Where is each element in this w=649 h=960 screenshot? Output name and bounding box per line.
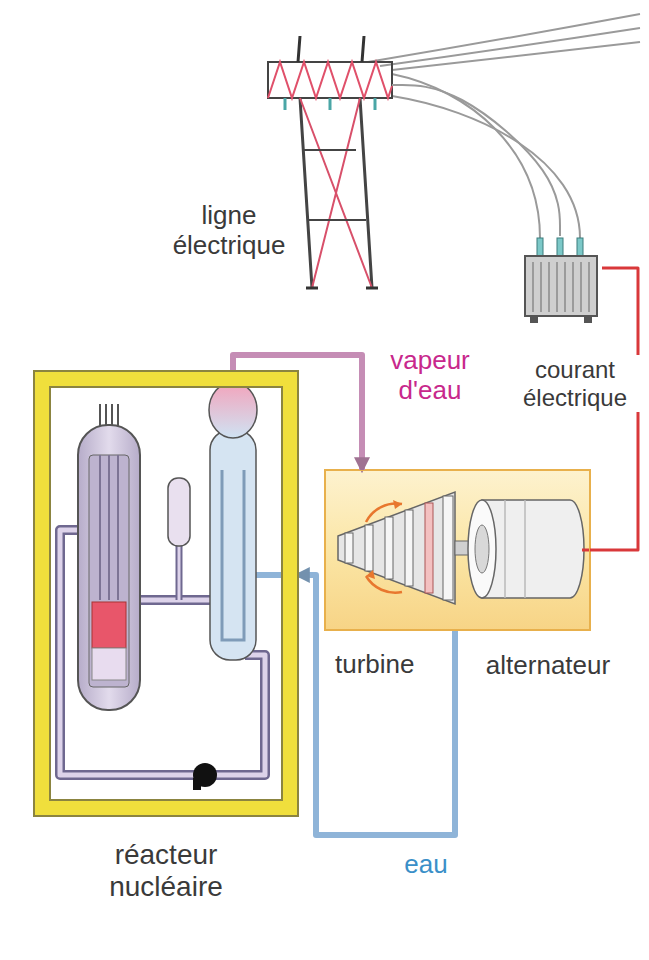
pressurizer-part [168,478,190,546]
steam-label: vapeur d'eau [374,346,486,406]
transformer-symbol-part [533,262,589,312]
transformer-symbol [525,238,597,323]
pylon-symbol-part [300,98,372,288]
water-pipe [297,575,455,835]
pylon-symbol [268,36,392,288]
alternator-symbol-part [482,500,584,598]
steam-generator [209,382,257,660]
turbine-rotor-part [385,517,393,579]
primary-pump [193,763,217,790]
primary-loop-part [176,545,183,600]
reactor-label: réacteur nucléaire [60,839,272,903]
turbine-box: turbinealternateur [325,470,590,631]
steam-generator-part [210,430,256,660]
current-wire [582,268,638,550]
primary-loop-part [178,545,181,600]
reactor-vessel-part [100,455,118,600]
turbine-rotor-part [366,570,375,579]
reactor-vessel-part [92,602,126,648]
turbine-hall-part [325,470,590,630]
transformer-node: courant électrique [520,236,602,326]
reactor-vessel [78,404,140,710]
alternator-symbol-part [505,500,525,598]
reactor-vessel-part [89,455,129,687]
pylon-symbol-part [268,62,392,98]
power-wires-part [392,42,640,70]
power-line [392,85,560,236]
steam-generator-part [209,382,257,438]
pylon-symbol-part [304,150,366,220]
pylon-symbol-part [298,36,364,62]
alternator-symbol-part [475,525,489,573]
turbine-hall [325,470,590,630]
turbine-rotor-part [405,510,413,586]
pylon-symbol-part [285,98,375,110]
turbine-rotor [338,492,482,604]
turbine-rotor-part [338,492,455,604]
transformer-symbol-part [525,256,597,316]
power-wires-part [368,14,640,62]
primary-pump-part [193,778,201,790]
alternator-node: alternateur [462,495,582,605]
transformer-label: courant électrique [508,355,642,412]
water-label: eau [396,850,456,880]
pylon-symbol-part [306,287,378,290]
turbine-rotor-part [393,500,402,509]
pylon-label: ligne électrique [156,200,302,262]
alternator-symbol [468,500,584,598]
reactor-vessel-part [78,425,140,710]
turbine-rotor-part [345,533,353,563]
power-wires-part [392,96,580,238]
steam-generator-part [222,470,244,640]
pylon-symbol-part [268,62,392,98]
power-wires [368,14,640,238]
transformer-symbol-part [584,316,592,323]
turbine-rotor-part [365,525,373,571]
alternator-symbol-part [468,500,496,598]
alternator-label: alternateur [486,651,610,681]
turbine-label: turbine [335,650,415,680]
reactor-building: réacteur nucléaire [35,372,297,815]
transformer-symbol-part [530,316,538,323]
pressurizer [168,478,190,546]
secondary-pipes-part [230,372,236,382]
pylon-symbol-part [300,98,372,288]
turbine-rotor-part [443,496,453,600]
reactor-vessel-part [92,648,126,680]
power-wires-part [392,74,540,238]
steam-pipe [233,355,362,470]
turbine-rotor-part [366,576,402,593]
pylon-node: ligne électrique [268,36,392,290]
turbine-rotor-part [425,503,433,593]
